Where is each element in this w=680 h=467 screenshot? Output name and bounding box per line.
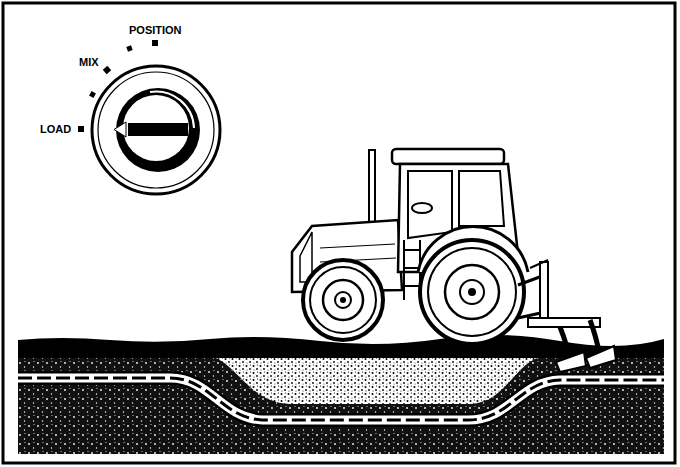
loosened-soil xyxy=(205,356,545,404)
dial-outer-ring xyxy=(92,66,220,194)
dial-setting-label: MIX xyxy=(79,56,99,68)
drain-pipe-outline xyxy=(18,378,664,420)
picture-frame xyxy=(3,3,675,463)
front-axle xyxy=(340,297,346,303)
dial-pointer-arrow xyxy=(114,122,126,137)
exhaust-pipe xyxy=(369,150,375,222)
hood-line xyxy=(320,244,396,262)
rear-hub xyxy=(460,280,484,304)
front-wheel xyxy=(303,260,383,340)
rear-rim xyxy=(445,265,499,319)
subsoiler-tine xyxy=(560,327,570,360)
door-window xyxy=(408,171,452,238)
subsoiler-tine xyxy=(590,320,600,356)
dial-highlight xyxy=(150,92,194,128)
tine-shoe xyxy=(556,352,586,372)
rear-wheel xyxy=(420,240,524,344)
implement-mast xyxy=(540,262,548,324)
dial-tick xyxy=(89,91,96,98)
dial-tick xyxy=(78,126,84,132)
front-rim xyxy=(323,280,363,320)
dial-setting-label: POSITION xyxy=(129,24,182,36)
tine-shoe xyxy=(586,346,616,368)
drain-pipe-joints xyxy=(18,378,664,420)
front-hub xyxy=(335,292,351,308)
dial-tick xyxy=(103,66,111,74)
dial-tick xyxy=(152,40,158,46)
dial-pointer-bar xyxy=(128,123,188,136)
cab-roof xyxy=(392,149,504,164)
rear-window xyxy=(459,171,504,226)
drain-pipe xyxy=(18,378,664,420)
dial-inner-ring xyxy=(98,72,214,188)
dial-knob xyxy=(116,88,200,172)
front-tyre-tread xyxy=(310,267,376,333)
rear-axle xyxy=(468,288,476,296)
top-link xyxy=(530,260,548,268)
dial-tick xyxy=(126,45,132,51)
dial-knob-face xyxy=(123,95,189,161)
dial-setting-label: LOAD xyxy=(40,123,71,135)
rear-tyre-tread xyxy=(428,248,516,336)
steering-wheel xyxy=(412,203,432,213)
